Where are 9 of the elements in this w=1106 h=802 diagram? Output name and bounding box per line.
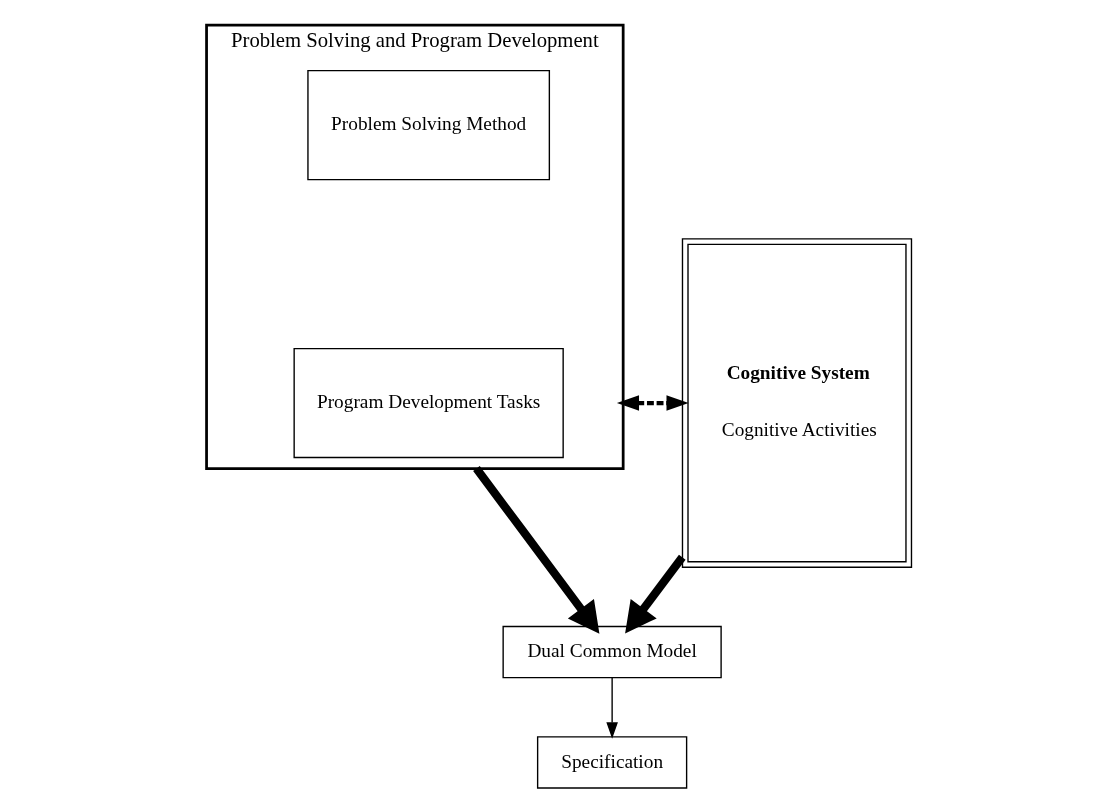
- node-box: Cognitive System Cognitive Activities: [681, 238, 912, 568]
- arrow: [624, 554, 686, 634]
- arrow: [616, 395, 689, 411]
- node-box: Program Development Tasks: [292, 347, 564, 459]
- node-box: Specification: [536, 736, 687, 789]
- arrow: [605, 677, 618, 739]
- node-box: Dual Common Model: [501, 625, 722, 679]
- node-box: Problem Solving Method: [306, 69, 550, 181]
- arrow: [472, 466, 599, 634]
